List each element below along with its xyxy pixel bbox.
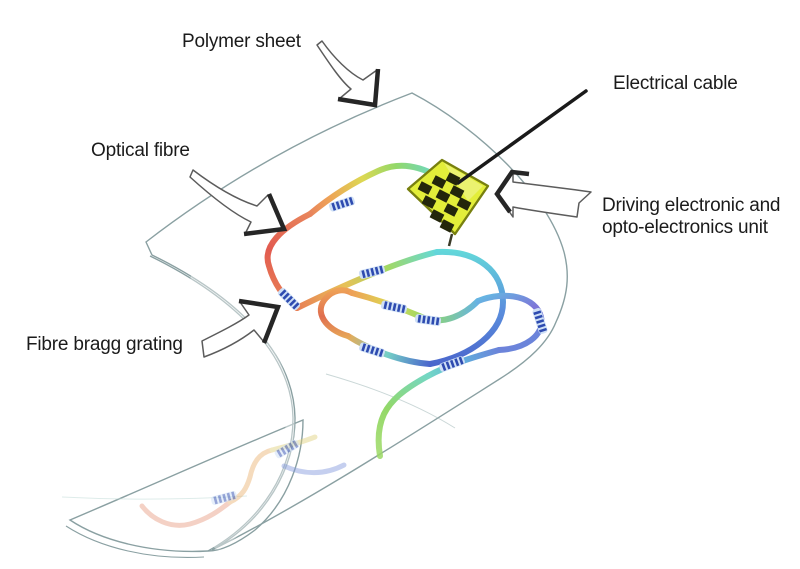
fbg-grating: [380, 299, 408, 315]
optical-fibre-faded: [139, 434, 347, 528]
fbg-grating: [531, 307, 549, 335]
fibre-run-end-green: [375, 373, 431, 459]
label-driving-unit: Driving electronic and opto-electronics …: [602, 195, 781, 239]
sheet-curl-highlight: [190, 273, 295, 550]
fbg-grating: [414, 313, 442, 327]
fibre-uturn-purple: [475, 292, 545, 353]
label-electrical-cable: Electrical cable: [613, 73, 738, 94]
fibre-uturn-blue: [427, 248, 507, 367]
electrical-cable-line: [456, 89, 588, 185]
fbg-gratings-faded: [210, 438, 301, 506]
polymer-sheet: [61, 92, 568, 558]
unit-bottom-stub: [447, 233, 454, 247]
fibre-run-4: [349, 290, 481, 324]
fibre-uturn-orange: [317, 287, 355, 339]
sheet-top-face: [145, 92, 568, 551]
callout-arrows: [189, 40, 592, 358]
sheet-curl-outer-edge: [149, 255, 294, 552]
fbg-grating-faded: [210, 490, 238, 506]
optical-fibre-arrow: [189, 169, 288, 237]
label-optical-fibre: Optical fibre: [91, 140, 190, 161]
electronics-unit-highlight: [444, 163, 483, 201]
fbg-grating: [358, 341, 386, 359]
fibre-run-to-unit: [307, 162, 450, 217]
sheet-strip-thickness-edge: [65, 525, 205, 558]
driving-unit-arrow: [494, 169, 592, 218]
fibre-run-3: [345, 333, 433, 367]
label-polymer-sheet: Polymer sheet: [182, 31, 301, 52]
fbg-grating: [276, 286, 302, 312]
polymer-sheet-arrow: [316, 40, 381, 108]
sheet-bottom-strip: [68, 418, 304, 553]
driving-electronics-unit: [406, 89, 588, 247]
chip-array: [417, 172, 472, 233]
fibre-bragg-grating-arrow: [201, 298, 282, 358]
label-fibre-bragg-grating: Fibre bragg grating: [26, 334, 183, 355]
